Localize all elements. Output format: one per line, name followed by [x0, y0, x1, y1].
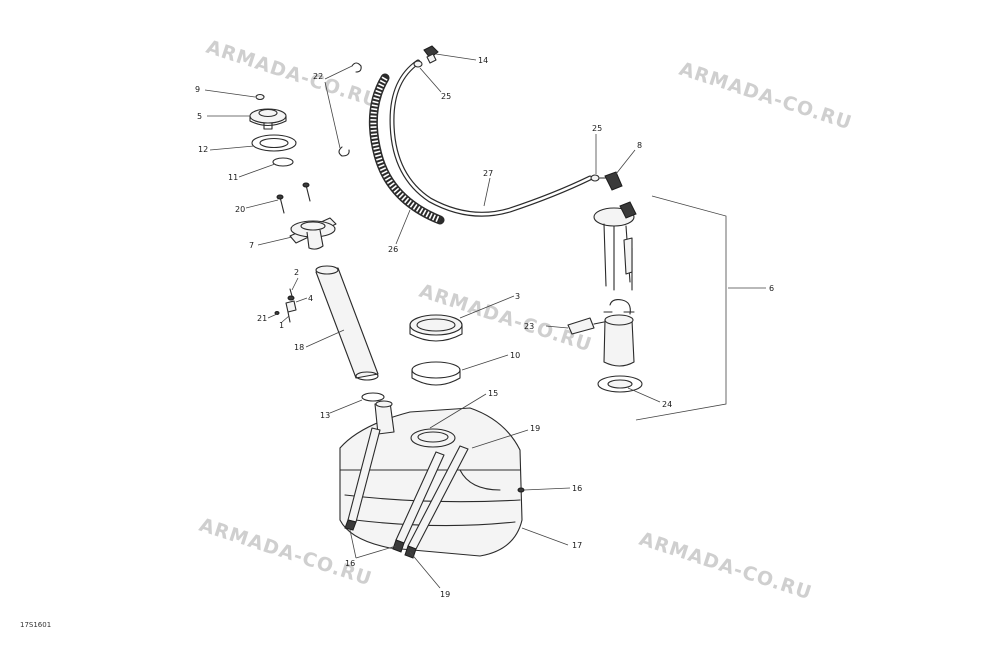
- callout-9: 9: [195, 85, 200, 94]
- callout-1: 1: [279, 321, 284, 330]
- strap-part-19: [344, 427, 469, 559]
- callout-3: 3: [515, 292, 520, 301]
- callout-10: 10: [510, 351, 520, 360]
- callout-16-right: 16: [572, 484, 582, 493]
- callout-25-lower: 25: [592, 124, 602, 133]
- callout-24: 24: [662, 400, 672, 409]
- callout-23: 23: [524, 322, 534, 331]
- watermark-bottom-right: ARMADA-CO.RU: [636, 528, 814, 605]
- callout-16-left: 16: [345, 559, 355, 568]
- hoses: [338, 45, 623, 225]
- callout-25-upper: 25: [441, 92, 451, 101]
- watermarks: ARMADA-CO.RU ARMADA-CO.RU ARMADA-CO.RU A…: [196, 36, 854, 605]
- callout-19-upper: 19: [530, 424, 540, 433]
- clip-part-22: [338, 62, 362, 157]
- callout-21: 21: [257, 314, 267, 323]
- gasket-part-12: [251, 134, 297, 152]
- screw-part-20: [276, 182, 311, 214]
- callout-22: 22: [313, 72, 323, 81]
- callout-15: 15: [488, 389, 498, 398]
- callout-19-lower: 19: [440, 590, 450, 599]
- callout-14: 14: [478, 56, 488, 65]
- fuel-cap-part-5: [249, 108, 287, 130]
- filler-flange-part-7: [289, 217, 337, 250]
- callout-26: 26: [388, 245, 398, 254]
- callout-labels: 9 5 12 11 20 7 2 4 21 1 18 13 22 14 25 2…: [195, 56, 774, 599]
- vent-valve-part-9: [255, 93, 265, 101]
- assembly-bracket-6: [635, 195, 727, 421]
- callout-5: 5: [197, 112, 202, 121]
- callout-2: 2: [294, 268, 299, 277]
- fuel-pump-module-part-6: [567, 195, 727, 421]
- filler-neck-assembly: [249, 93, 385, 402]
- clamp-part-13: [361, 392, 385, 402]
- vent-hose-part-27: [389, 59, 593, 217]
- filler-tube-part-18: [315, 265, 379, 381]
- callout-8: 8: [637, 141, 642, 150]
- callout-4: 4: [308, 294, 313, 303]
- callout-18: 18: [294, 343, 304, 352]
- valve-part-14: [423, 45, 439, 64]
- callout-12: 12: [198, 145, 208, 154]
- drawing-id: 17S1601: [20, 621, 51, 629]
- callout-13: 13: [320, 411, 330, 420]
- corrugated-hose-part-26: [368, 73, 445, 225]
- watermark-top-left: ARMADA-CO.RU: [203, 36, 381, 113]
- seal-part-24: [597, 375, 643, 393]
- callout-7: 7: [249, 241, 254, 250]
- clamp-part-25-upper: [413, 60, 423, 68]
- vent-valve-parts-1-2-4-21: [274, 288, 297, 323]
- callout-17: 17: [572, 541, 582, 550]
- filter-part-23: [567, 317, 605, 335]
- drain-plug-part-16: [517, 487, 525, 493]
- callout-6: 6: [769, 284, 774, 293]
- leader-lines: [204, 53, 766, 589]
- callout-20: 20: [235, 205, 245, 214]
- lock-ring-part-3: [409, 314, 463, 342]
- watermark-top-right: ARMADA-CO.RU: [676, 58, 854, 135]
- elbow-fitting-part-8: [599, 171, 623, 191]
- o-ring-part-11: [272, 157, 294, 167]
- seal-ring-part-10: [411, 361, 461, 386]
- callout-11: 11: [228, 173, 238, 182]
- clamp-part-25-lower: [590, 174, 600, 182]
- callout-27: 27: [483, 169, 493, 178]
